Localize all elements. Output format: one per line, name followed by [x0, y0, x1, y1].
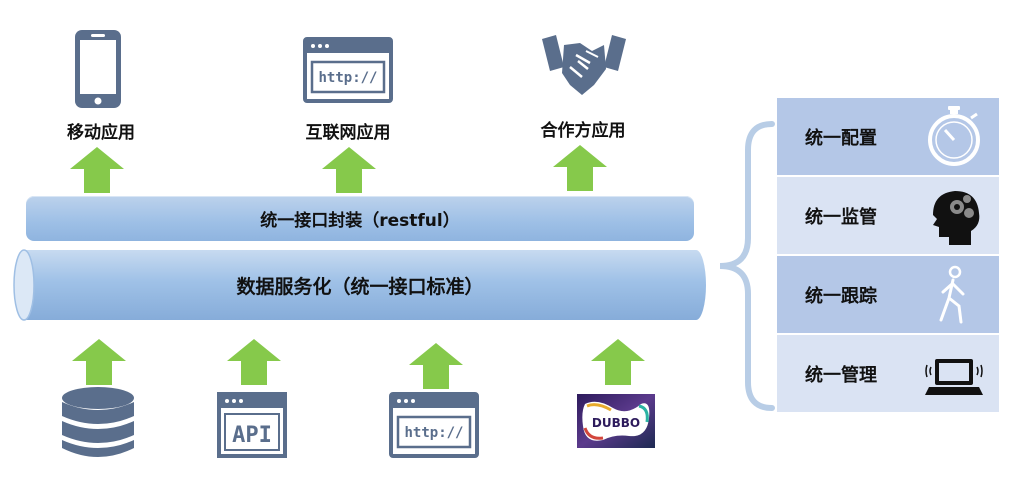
head-gears-icon [933, 191, 980, 245]
curly-brace [719, 121, 775, 411]
governance-label-config: 统一配置 [805, 127, 877, 149]
up-arrow-icon [409, 343, 463, 389]
governance-label-trace: 统一跟踪 [805, 285, 877, 307]
up-arrow-icon [227, 339, 281, 385]
up-arrow-icon [553, 145, 607, 191]
governance-item-manage: 统一管理 [777, 335, 999, 412]
unified-interface-bar: 统一接口封装（restful） [26, 196, 694, 241]
up-arrow-icon [591, 339, 645, 385]
unified-interface-label: 统一接口封装（restful） [260, 211, 460, 231]
up-arrow-icon [72, 339, 126, 385]
api-text: API [232, 423, 272, 448]
browser-http-icon: http:// [389, 392, 479, 458]
up-arrow-icon [70, 147, 124, 193]
governance-item-config: 统一配置 [777, 98, 999, 175]
stopwatch-icon [928, 106, 980, 166]
mobile-phone-icon [75, 30, 121, 108]
walking-person-icon [939, 265, 965, 324]
laptop-icon [925, 359, 983, 395]
browser-http-icon: http:// [303, 37, 393, 103]
data-service-pipe [13, 249, 706, 321]
database-icon [62, 387, 134, 457]
governance-label-manage: 统一管理 [805, 364, 877, 386]
consumer-label-internet: 互联网应用 [305, 123, 391, 143]
handshake-icon [542, 35, 626, 95]
api-window-icon: API [217, 392, 287, 458]
up-arrow-icon [322, 147, 376, 193]
governance-label-monitor: 统一监管 [805, 206, 877, 228]
governance-item-trace: 统一跟踪 [777, 256, 999, 333]
governance-panel: 统一配置 统一监管 统一跟踪 统一管理 [777, 98, 999, 414]
consumer-label-partner: 合作方应用 [540, 121, 626, 141]
http-text: http:// [318, 70, 377, 86]
dubbo-text: DUBBO [592, 416, 640, 430]
governance-item-monitor: 统一监管 [777, 177, 999, 254]
data-service-label: 数据服务化（统一接口标准） [236, 275, 484, 298]
consumer-label-mobile: 移动应用 [67, 123, 135, 143]
dubbo-logo-icon: DUBBO [577, 394, 655, 448]
http-text: http:// [404, 425, 463, 441]
